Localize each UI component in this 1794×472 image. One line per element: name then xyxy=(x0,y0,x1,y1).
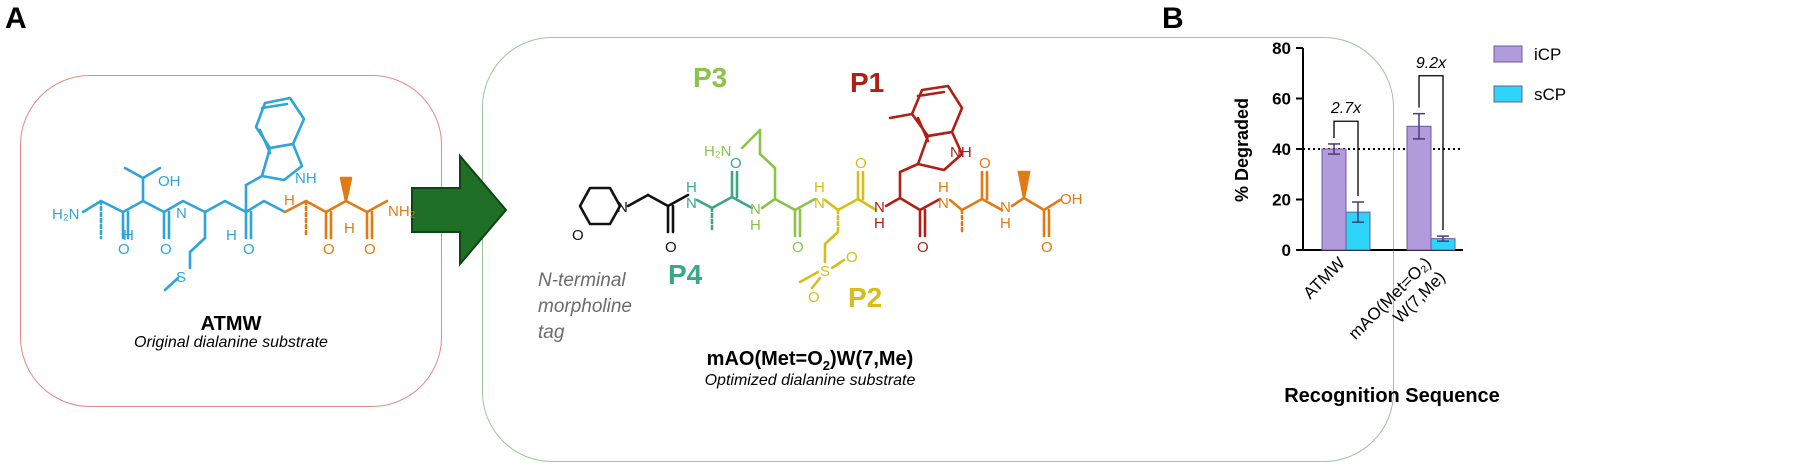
atmw-sulfur-label: S xyxy=(176,269,186,286)
fold-change-annotation: 9.2x xyxy=(1416,55,1447,72)
fold-change-annotation: 2.7x xyxy=(1330,100,1362,117)
morpholine-note-line-1: N-terminal xyxy=(538,270,626,291)
p3-n-label: N xyxy=(750,201,761,218)
p3-o-label: O xyxy=(792,239,804,256)
atmw-trp-nh-label: NH xyxy=(295,170,317,187)
comparison-bracket xyxy=(1418,75,1444,231)
atmw-nh2-label: NH₂ xyxy=(388,203,416,220)
optimized-substrate-title: mAO(Met=O2)W(7,Me) xyxy=(660,348,960,373)
legend-swatch-icp xyxy=(1493,45,1523,63)
original-substrate-title: ATMW xyxy=(200,313,262,335)
p1-indole-nh-label: NH xyxy=(950,144,972,161)
atmw-oh-label: OH xyxy=(158,173,181,190)
p2-n-label: N xyxy=(814,195,825,212)
panel-label-a: A xyxy=(5,2,27,35)
y-tick-label: 80 xyxy=(1272,39,1291,58)
legend-label-icp: iCP xyxy=(1534,45,1561,64)
morpholine-note-line-3: tag xyxy=(538,322,565,343)
legend-swatch-scp xyxy=(1493,85,1523,103)
morpholine-note-line-2: morpholine xyxy=(538,296,632,317)
optimized-title-sub: 2 xyxy=(822,358,831,373)
p2-h-label: H xyxy=(814,179,825,196)
p4-o-label: O xyxy=(730,155,742,172)
legend-label-scp: sCP xyxy=(1534,85,1566,104)
ala2-h-label: H xyxy=(1000,215,1011,232)
atmw-o-label-4: O xyxy=(323,241,335,258)
category-label-line: ATMW xyxy=(1300,253,1349,302)
p3-label: P3 xyxy=(693,62,728,93)
morpholine-tag-note: N-terminal morpholine tag xyxy=(538,268,632,346)
atmw-o-label-1: O xyxy=(118,241,130,258)
atmw-h-label-1: H xyxy=(123,227,134,244)
panel-label-b: B xyxy=(1162,2,1184,35)
bar-icp xyxy=(1406,125,1432,251)
x-axis-label: Recognition Sequence xyxy=(1284,385,1500,407)
y-tick-label: 60 xyxy=(1272,90,1291,109)
y-axis-label: % Degraded xyxy=(1232,98,1252,202)
terminal-oh-label: OH xyxy=(1060,191,1083,208)
p2-sulfonyl-o-label-1: O xyxy=(846,249,858,266)
p3-h-label: H xyxy=(750,217,761,234)
atmw-o-label-5: O xyxy=(364,241,376,258)
atmw-n-label-1: N xyxy=(176,205,187,222)
p4-label: P4 xyxy=(668,259,703,290)
atmw-o-label-2: O xyxy=(160,241,172,258)
optimized-title-pre: mAO(Met=O xyxy=(706,348,823,370)
morpholine-o-label: O xyxy=(572,227,584,244)
p4-n-label: N xyxy=(686,195,697,212)
p1-h-label: H xyxy=(874,215,885,232)
p1-label: P1 xyxy=(850,67,885,98)
original-substrate-subtitle: Original dialanine substrate xyxy=(134,334,328,351)
optimized-substrate-subtitle: Optimized dialanine substrate xyxy=(704,372,916,389)
category-label: mAO(Met=O₂)W(7,Me) xyxy=(1345,253,1449,343)
p1-o-label: O xyxy=(917,239,929,256)
atmw-h2n-label: H₂N xyxy=(52,206,80,223)
atmw-h-label-4: H xyxy=(344,220,355,237)
p1-n-label: N xyxy=(874,199,885,216)
y-tick-label: 20 xyxy=(1272,191,1291,210)
p3-h2n-label: H₂N xyxy=(704,143,732,160)
ala1-n-label: N xyxy=(938,195,949,212)
ala1-h-label: H xyxy=(938,179,949,196)
p2-o-label: O xyxy=(855,155,867,172)
ala1-o-label: O xyxy=(979,155,991,172)
morpholine-n-label: N xyxy=(617,199,628,216)
atmw-o-label-3: O xyxy=(243,241,255,258)
p2-sulfur-label: S xyxy=(820,263,830,280)
atmw-h-label-2: H xyxy=(226,227,237,244)
p4-h-label: H xyxy=(686,179,697,196)
ala2-o-label: O xyxy=(1041,239,1053,256)
bar-icp xyxy=(1321,148,1347,251)
ala2-n-label: N xyxy=(1000,199,1011,216)
linker-o-label: O xyxy=(665,239,677,256)
p2-sulfonyl-o-label-2: O xyxy=(808,289,820,306)
category-label: ATMW xyxy=(1300,253,1349,302)
y-tick-label: 40 xyxy=(1272,140,1291,159)
comparison-bracket xyxy=(1333,120,1359,197)
y-tick-label: 0 xyxy=(1282,241,1291,260)
atmw-h-label-3: H xyxy=(284,192,295,209)
p2-label: P2 xyxy=(848,282,883,313)
optimized-title-post: )W(7,Me) xyxy=(830,348,914,370)
